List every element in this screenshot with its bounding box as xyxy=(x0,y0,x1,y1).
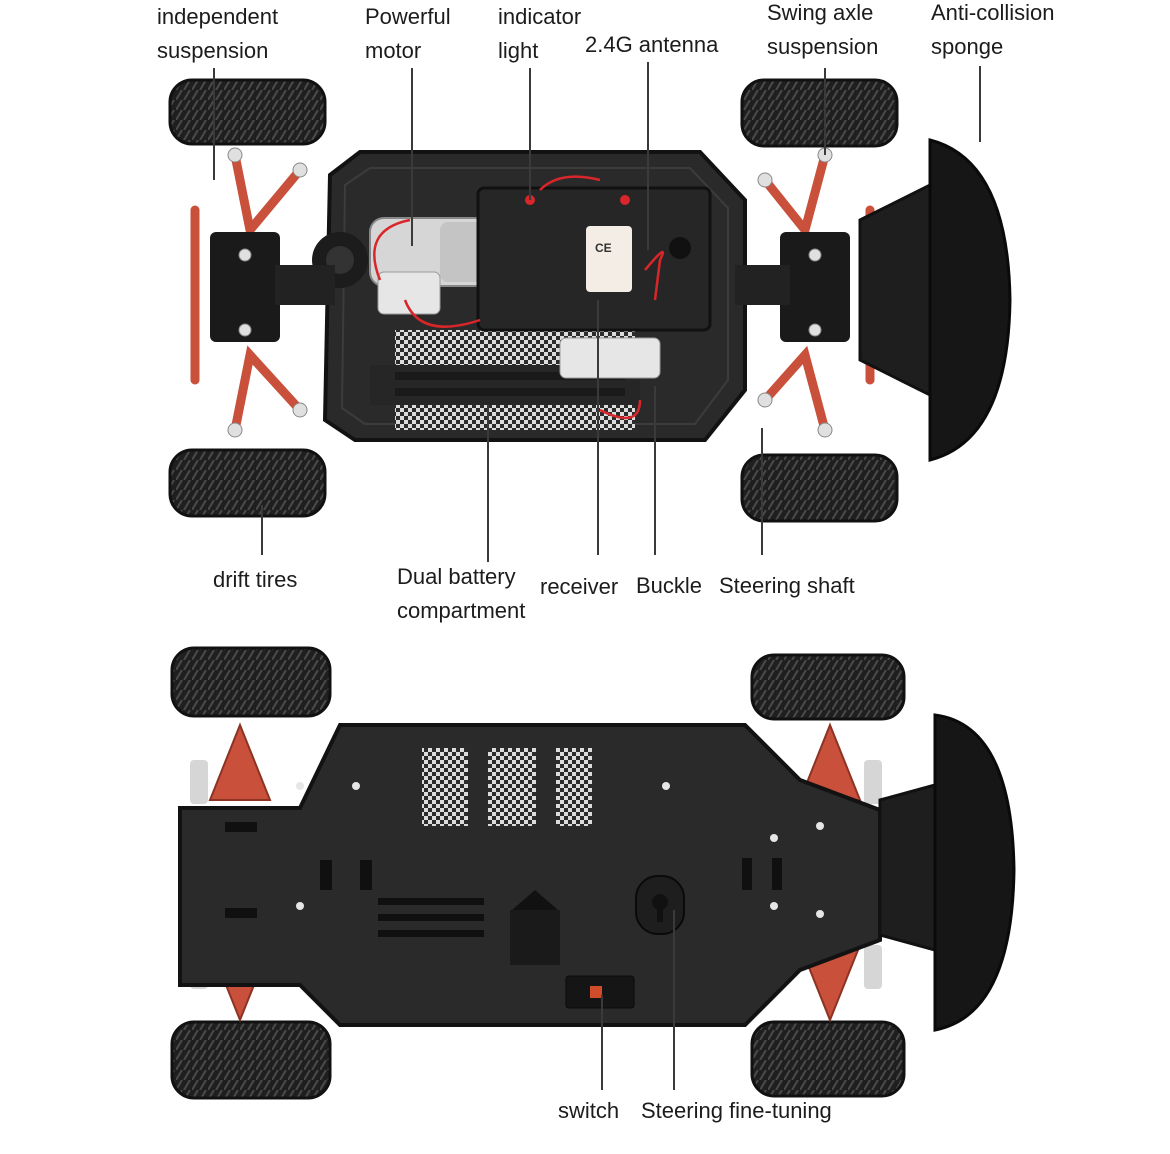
label-switch: switch xyxy=(558,1098,620,1123)
bottom-right-front-tire xyxy=(750,653,906,721)
label-anti-collision-sponge: Anti-collision sponge xyxy=(931,0,1055,59)
front-bumper-bottom xyxy=(878,783,937,952)
label-steering-shaft: Steering shaft xyxy=(719,573,855,598)
anti-collision-sponge-top xyxy=(928,138,1012,462)
anti-collision-sponge-bottom xyxy=(933,713,1016,1032)
label-buckle: Buckle xyxy=(636,573,703,598)
label-swing-axle-suspension: Swing axle suspension xyxy=(767,0,879,59)
top-right-front-tire xyxy=(740,78,899,148)
label-antenna: 2.4G antenna xyxy=(585,32,719,57)
top-view: CE xyxy=(168,78,1012,523)
bottom-view xyxy=(170,646,1016,1100)
front-bumper-top xyxy=(858,182,932,398)
steering-trim-dial xyxy=(635,875,685,935)
receiver-box: CE xyxy=(476,186,712,332)
label-dual-battery-compartment: Dual battery compartment xyxy=(397,564,526,623)
label-steering-fine-tuning: Steering fine-tuning xyxy=(641,1098,832,1123)
top-left-front-tire xyxy=(168,78,327,146)
bottom-left-rear-tire xyxy=(170,1020,332,1100)
power-switch xyxy=(565,975,635,1009)
ce-mark: CE xyxy=(595,241,612,255)
leader-lines xyxy=(213,62,981,1090)
label-indicator-light: indicator light xyxy=(498,4,582,63)
bottom-chassis-plate xyxy=(178,723,882,1027)
bottom-left-front-tire xyxy=(170,646,332,718)
left-suspension-top xyxy=(190,150,305,435)
label-independent-suspension: independent suspension xyxy=(157,4,279,63)
label-receiver: receiver xyxy=(540,574,619,599)
top-left-rear-tire xyxy=(168,448,327,518)
label-powerful-motor: Powerful motor xyxy=(365,4,451,63)
bottom-right-rear-tire xyxy=(750,1020,906,1098)
label-drift-tires: drift tires xyxy=(213,567,298,592)
top-right-rear-tire xyxy=(740,453,899,523)
